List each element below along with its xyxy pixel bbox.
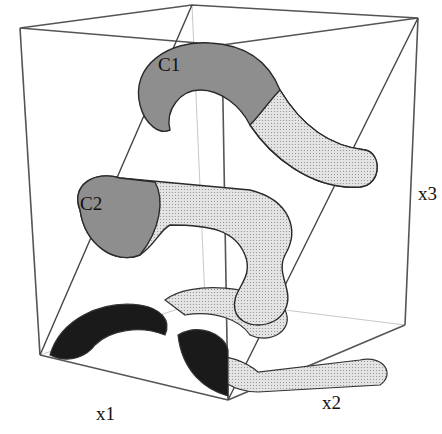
region-label: C2 bbox=[80, 194, 102, 213]
crescent-region: C2 bbox=[60, 170, 305, 335]
box-wireframe bbox=[20, 5, 418, 400]
region-label: C1 bbox=[158, 55, 180, 74]
axis-label: x1 bbox=[96, 404, 115, 423]
axis-label: x2 bbox=[322, 393, 341, 412]
region-shape bbox=[138, 43, 377, 187]
region-shape bbox=[250, 90, 377, 187]
crescent-region: C1 bbox=[120, 35, 385, 195]
axis-label: x3 bbox=[418, 184, 437, 203]
projections bbox=[50, 288, 387, 396]
region-shape bbox=[78, 176, 292, 325]
diagonal-plane bbox=[40, 5, 418, 400]
region-shape bbox=[78, 176, 160, 258]
hidden-edges bbox=[40, 5, 405, 355]
